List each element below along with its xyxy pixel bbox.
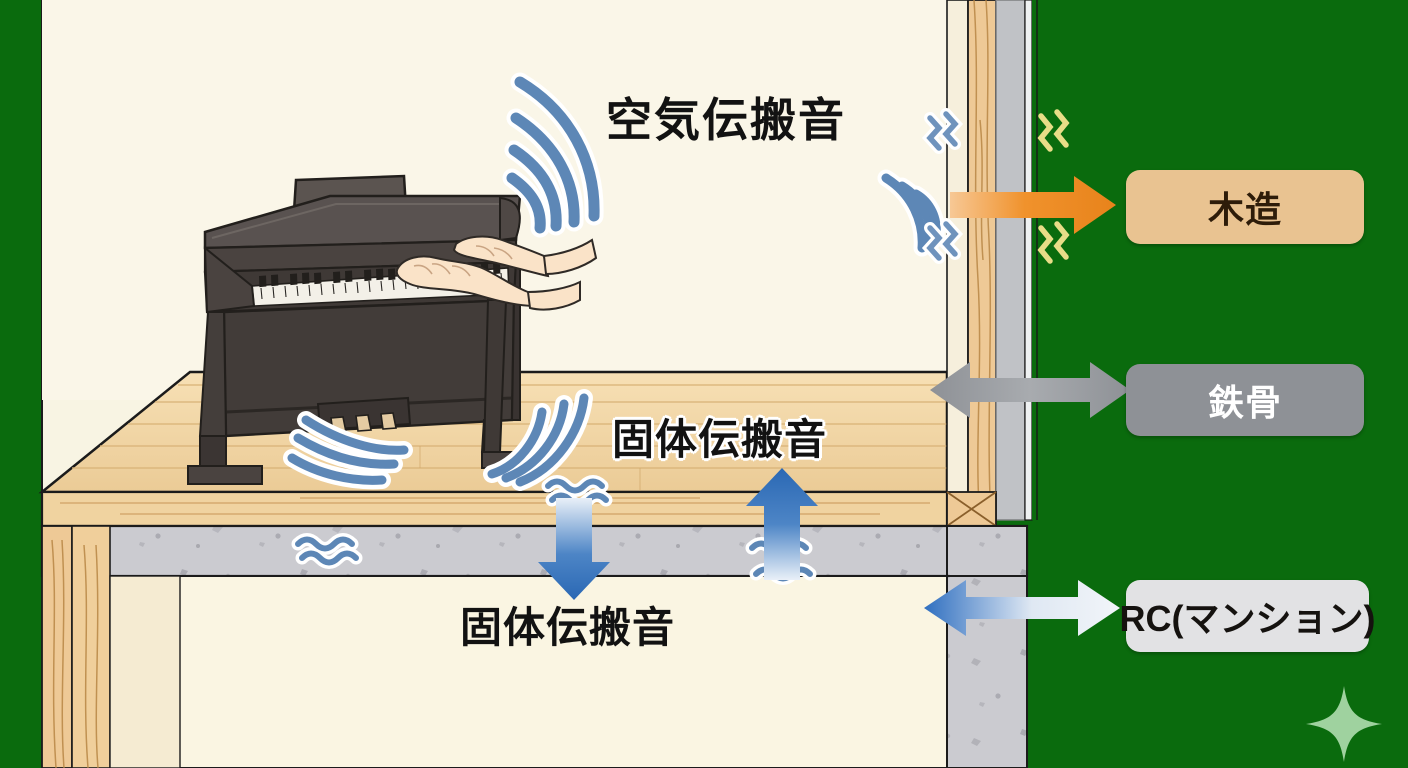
arrow-up-solid-sound (746, 468, 818, 580)
label-solid-sound-ceiling: 固体伝搬音 (460, 604, 676, 651)
floor-wave-left (283, 411, 413, 490)
floor-wave-right (483, 389, 593, 491)
piano-illustration (187, 174, 598, 485)
arrow-steel-gray (930, 362, 1130, 418)
structure-label-wood[interactable]: 木造 (1126, 170, 1364, 244)
arrow-wood-orange (950, 176, 1116, 234)
vibration-squiggle-group (921, 108, 964, 264)
label-airborne-sound: 空気伝搬音 (606, 94, 846, 146)
airborne-wave-group (502, 72, 604, 238)
structure-label-steel[interactable]: 鉄骨 (1126, 364, 1364, 436)
structure-label-rc[interactable]: RC(マンション) (1120, 580, 1376, 652)
arrow-rc-blue (924, 580, 1120, 636)
exterior-vibration-squiggle-group (1037, 109, 1070, 264)
arrow-down-solid-sound (538, 498, 610, 600)
label-solid-sound-floor: 固体伝搬音 (612, 416, 828, 463)
four-point-sparkle-icon (1306, 686, 1382, 762)
